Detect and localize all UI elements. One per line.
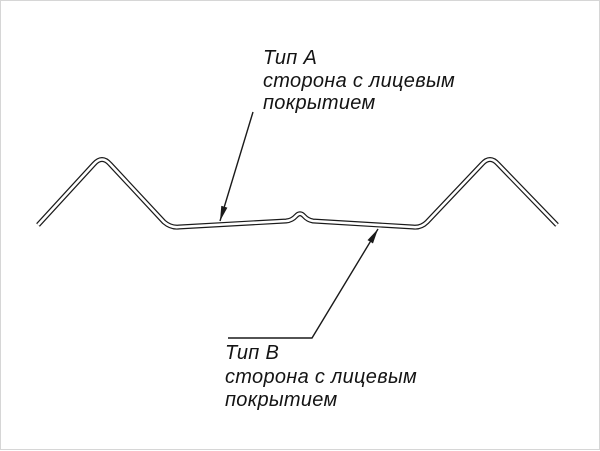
type-b-label-line2: покрытием (225, 389, 338, 411)
type-a-label-line2: покрытием (263, 92, 376, 114)
type-b-leader-line (228, 228, 379, 339)
type-b-label-line1: сторона с лицевым (225, 366, 417, 388)
type-a-label-line1: сторона с лицевым (263, 70, 455, 92)
type-a-leader-line (219, 111, 254, 222)
type-b-label-title: Тип В (225, 342, 279, 364)
sheet-profile-outline-gap (37, 158, 558, 229)
type-a-label-title: Тип А (263, 47, 317, 69)
